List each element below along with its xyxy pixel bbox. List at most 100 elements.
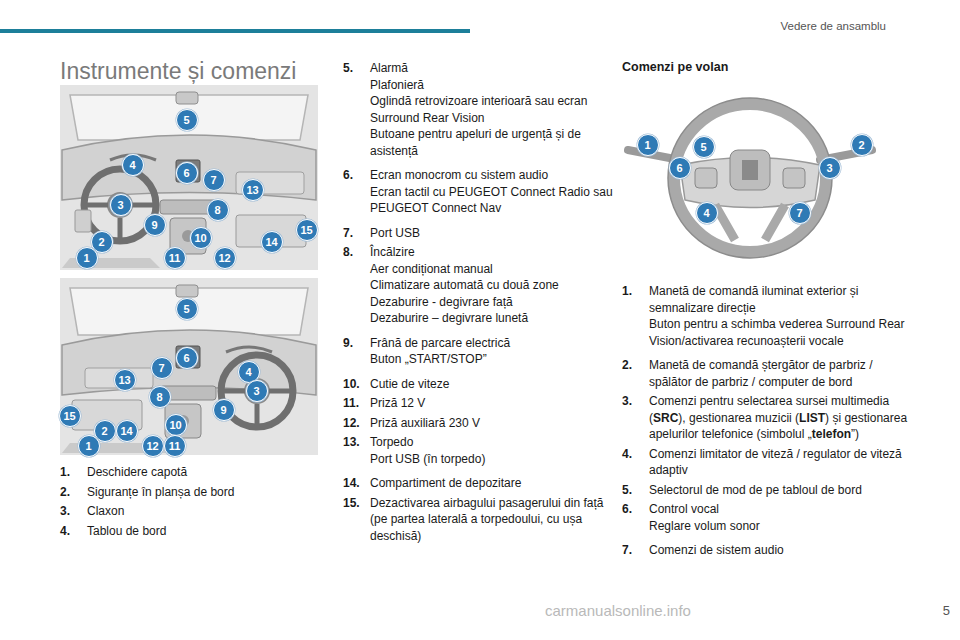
- item-lines: Manetă de comandă iluminat exterior și s…: [649, 283, 914, 349]
- item-number: 12.: [343, 415, 370, 432]
- callout-number: 1: [637, 134, 659, 156]
- item-text: Comenzi limitator de viteză / regulator …: [649, 446, 914, 479]
- callout-number: 9: [213, 399, 235, 421]
- callout-number: 12: [142, 435, 164, 457]
- watermark: carmanualsonline.info: [545, 602, 691, 619]
- item-text: Claxon: [87, 503, 318, 520]
- item-text: Compartiment de depozitare: [370, 475, 615, 492]
- item-number: 15.: [343, 495, 370, 545]
- item-lines: ÎncălzireAer condiționat manualClimatiza…: [370, 244, 615, 327]
- callout-number: 14: [116, 420, 138, 442]
- item-text: Dezactivarea airbagului pasagerului din …: [370, 495, 615, 545]
- item-lines: Compartiment de depozitare: [370, 475, 615, 492]
- item-number: 6.: [343, 167, 370, 217]
- running-header: Vedere de ansamblu: [781, 20, 887, 32]
- item-lines: Claxon: [87, 503, 318, 520]
- callout-number: 13: [114, 369, 136, 391]
- item-number: 14.: [343, 475, 370, 492]
- item-lines: Priză auxiliară 230 V: [370, 415, 615, 432]
- callout-number: 11: [164, 435, 186, 457]
- item-lines: TorpedoPort USB (în torpedo): [370, 434, 615, 467]
- page-title: Instrumente și comenzi: [60, 58, 296, 85]
- list-item: 14.Compartiment de depozitare: [343, 475, 615, 492]
- item-text: Priză auxiliară 230 V: [370, 415, 615, 432]
- list-item: 12.Priză auxiliară 230 V: [343, 415, 615, 432]
- list-item: 2.Manetă de comandă ștergător de parbriz…: [622, 357, 914, 390]
- item-text: Frână de parcare electrică: [370, 335, 615, 352]
- callout-number: 3: [819, 157, 841, 179]
- callout-number: 3: [110, 194, 132, 216]
- item-text: Încălzire: [370, 244, 615, 261]
- item-number: 2.: [60, 484, 87, 501]
- item-lines: Tablou de bord: [87, 523, 318, 540]
- item-text: Climatizare automată cu două zone: [370, 277, 615, 294]
- callout-number: 10: [190, 227, 212, 249]
- callout-number: 4: [122, 154, 144, 176]
- list-item: 9.Frână de parcare electricăButon „START…: [343, 335, 615, 368]
- item-text: Control vocal: [649, 501, 914, 518]
- item-text: Manetă de comandă ștergător de parbriz /…: [649, 357, 914, 390]
- list-item: 10.Cutie de viteze: [343, 376, 615, 393]
- callout-number: 1: [76, 247, 98, 269]
- callout-number: 8: [207, 199, 229, 221]
- item-text-part: ), gestionarea muzicii (: [678, 411, 799, 425]
- list-item: 8.ÎncălzireAer condiționat manualClimati…: [343, 244, 615, 327]
- list-item: 2.Siguranțe în planșa de bord: [60, 484, 318, 501]
- list-item: 3.Claxon: [60, 503, 318, 520]
- item-text: Plafonieră: [370, 77, 615, 94]
- callout-number: 5: [176, 109, 198, 131]
- callout-number: 2: [851, 134, 873, 156]
- item-number: 11.: [343, 395, 370, 412]
- callout-number: 6: [176, 162, 198, 184]
- list-item: 5.AlarmăPlafonierăOglindă retrovizoare i…: [343, 60, 615, 159]
- item-lines: Siguranțe în planșa de bord: [87, 484, 318, 501]
- list-item: 15.Dezactivarea airbagului pasagerului d…: [343, 495, 615, 545]
- legend-list: 5.AlarmăPlafonierăOglindă retrovizoare i…: [343, 60, 615, 547]
- item-text: Alarmă: [370, 60, 615, 77]
- item-text: Reglare volum sonor: [649, 518, 914, 535]
- callout-number: 9: [144, 214, 166, 236]
- item-text: Priză 12 V: [370, 395, 615, 412]
- callout-number: 15: [59, 405, 81, 427]
- item-number: 13.: [343, 434, 370, 467]
- item-number: 10.: [343, 376, 370, 393]
- dashboard-lhd-illustration: [60, 85, 318, 270]
- item-text: Dezaburire - degivrare față: [370, 294, 615, 311]
- callout-number: 7: [203, 169, 225, 191]
- item-number: 1.: [60, 464, 87, 481]
- item-lines: AlarmăPlafonierăOglindă retrovizoare int…: [370, 60, 615, 159]
- item-number: 3.: [60, 503, 87, 520]
- list-item: 1.Deschidere capotă: [60, 464, 318, 481]
- list-item: 6.Control vocalReglare volum sonor: [622, 501, 914, 534]
- item-lines: Manetă de comandă ștergător de parbriz /…: [649, 357, 914, 390]
- list-item: 5.Selectorul de mod de pe tabloul de bor…: [622, 482, 914, 499]
- steering-wheel-illustration: [628, 98, 872, 258]
- item-number: 8.: [343, 244, 370, 327]
- item-text: Comenzi de sistem audio: [649, 542, 914, 559]
- item-text: Oglindă retrovizoare interioară sau ecra…: [370, 93, 615, 126]
- item-text-part: LIST: [799, 411, 825, 425]
- item-lines: Comenzi pentru selectarea sursei multime…: [649, 393, 914, 443]
- item-number: 7.: [622, 542, 649, 559]
- item-number: 5.: [343, 60, 370, 159]
- list-item: 11.Priză 12 V: [343, 395, 615, 412]
- list-item: 13.TorpedoPort USB (în torpedo): [343, 434, 615, 467]
- list-item: 4.Comenzi limitator de viteză / regulato…: [622, 446, 914, 479]
- callout-number: 12: [214, 247, 236, 269]
- legend-list: 1.Manetă de comandă iluminat exterior și…: [622, 283, 914, 562]
- item-text: Tablou de bord: [87, 523, 318, 540]
- callout-number: 7: [151, 357, 173, 379]
- item-number: 5.: [622, 482, 649, 499]
- item-lines: Port USB: [370, 225, 615, 242]
- item-text: Selectorul de mod de pe tabloul de bord: [649, 482, 914, 499]
- item-text: Ecran monocrom cu sistem audio: [370, 167, 615, 184]
- item-number: 7.: [343, 225, 370, 242]
- item-text: Torpedo: [370, 434, 615, 451]
- callout-number: 5: [176, 298, 198, 320]
- list-item: 3.Comenzi pentru selectarea sursei multi…: [622, 393, 914, 443]
- callout-number: 4: [696, 202, 718, 224]
- item-text: Butoane pentru apeluri de urgență și de …: [370, 126, 615, 159]
- item-text: Deschidere capotă: [87, 464, 318, 481]
